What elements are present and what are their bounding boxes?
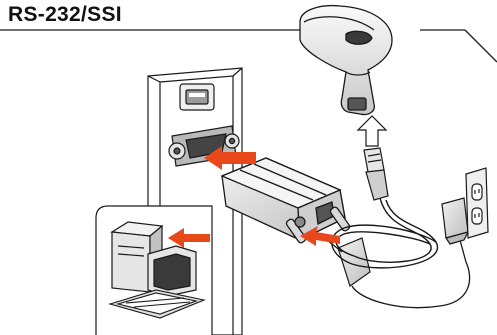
- monitor-icon: [148, 246, 196, 296]
- usb-port-icon: [180, 84, 214, 110]
- barcode-scanner-icon: [300, 6, 392, 115]
- power-adapter-icon: [442, 198, 468, 244]
- insert-arrow-icon: [358, 116, 386, 146]
- frame: [0, 30, 497, 62]
- rj45-plug-icon: [364, 148, 388, 200]
- wall-outlet-icon: [466, 168, 488, 238]
- power-cord: [352, 240, 470, 308]
